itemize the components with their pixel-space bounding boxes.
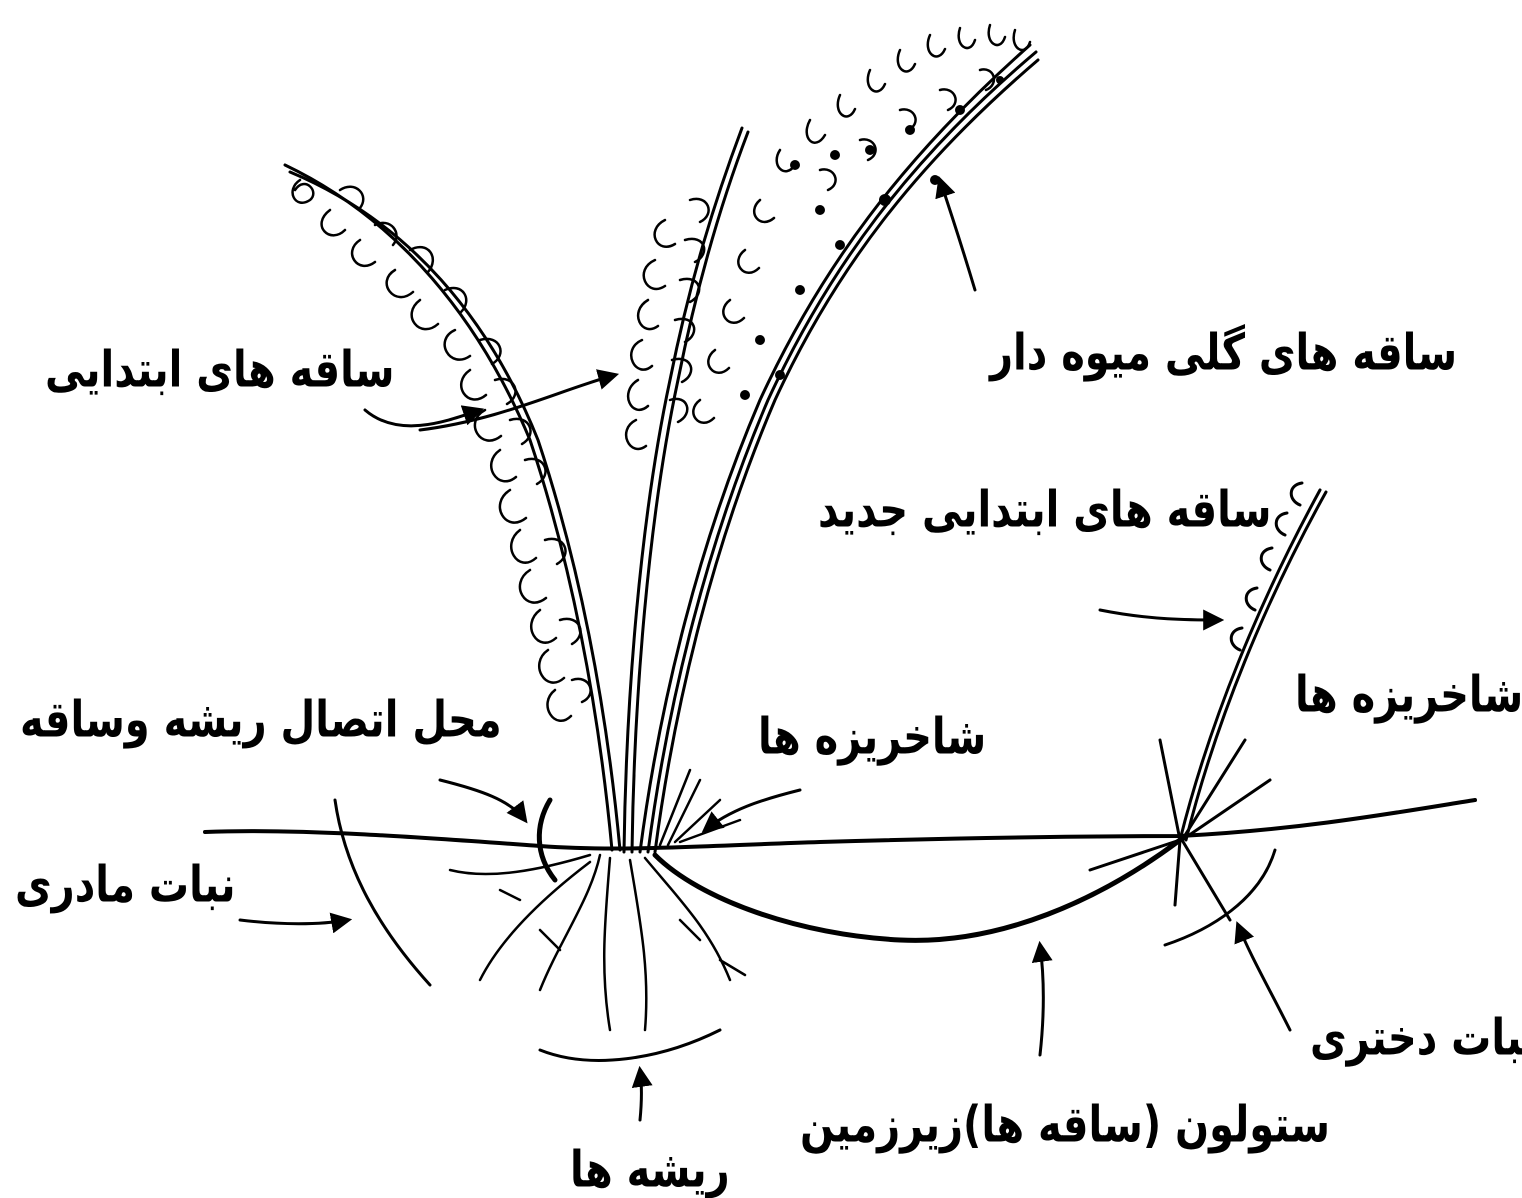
left-stem-leaflets [293,180,591,721]
center-tillers [660,770,740,845]
middle-stem-leaflets [626,199,708,449]
ground-line [205,800,1475,849]
daughter-plant-bracket [1165,850,1275,945]
mother-plant-bracket [335,800,430,985]
label-tillers-center: شاخریزه ها [758,712,986,762]
label-mother-plant: نبات مادری [15,860,236,910]
roots-bracket [540,1030,720,1060]
label-stolon: ستولون (ساقه ها)زیرزمین [800,1100,1330,1150]
label-roots: ریشه ها [570,1145,730,1195]
label-new-initial-stems: ساقه های ابتدایی جدید [818,485,1271,535]
daughter-plant [1090,483,1326,920]
label-daughter-plant: نبات دختری [1310,1013,1522,1063]
stolon [655,840,1180,940]
mother-roots [450,855,745,1030]
arrows [240,180,1290,1120]
label-root-stem-junction: محل اتصال ریشه وساقه [20,695,502,745]
label-initial-stems: ساقه های ابتدایی [45,345,394,395]
label-tillers-right: شاخریزه ها [1295,670,1522,720]
seed-dots [740,76,1004,400]
label-flowering-stems: ساقه های گلی میوه دار [990,328,1457,378]
